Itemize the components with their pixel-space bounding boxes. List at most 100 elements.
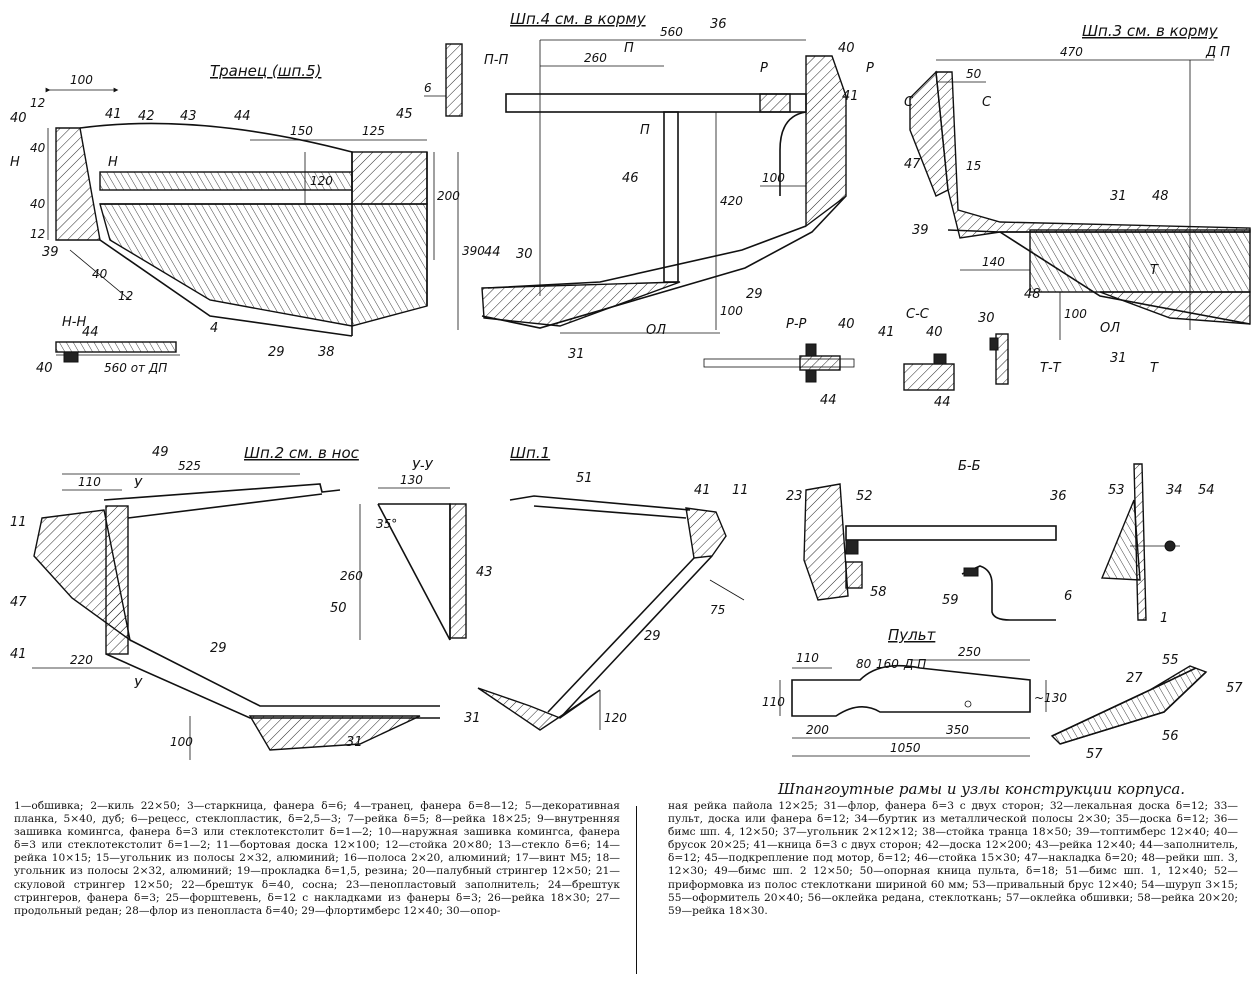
label-23: 23: [786, 489, 803, 504]
dim-160: 160: [876, 657, 899, 671]
label-56: 56: [1162, 729, 1179, 744]
dim-100: 100: [720, 304, 743, 318]
transom-view: Транец (шп.5) 100 12 40 40 12 40 12 150 …: [10, 62, 485, 360]
label-41: 41: [105, 107, 122, 122]
dim-1050: 1050: [890, 741, 921, 755]
centerline-dp: Д П: [1205, 45, 1230, 60]
label-30: 30: [516, 247, 533, 262]
frame2-title: Шп.2 см. в нос: [244, 444, 360, 462]
label-1: 1: [1160, 611, 1168, 626]
section-marker-s: С: [982, 95, 992, 110]
label-4: 4: [210, 321, 218, 336]
baseline-ol: ОЛ: [1100, 321, 1120, 336]
frame1-title: Шп.1: [510, 444, 550, 462]
label-44: 44: [934, 395, 951, 410]
section-marker-r: Р: [866, 61, 874, 76]
label-39: 39: [912, 223, 929, 238]
part-36-beam: [845, 525, 1057, 541]
label-57: 57: [1226, 681, 1243, 696]
section-marker-r: Р: [760, 61, 768, 76]
frame3-view: Шп.3 см. в корму 470 50 140 100 15 Д П О…: [904, 22, 1251, 376]
label-45: 45: [396, 107, 413, 122]
label-11: 11: [732, 483, 749, 498]
section-yy: У-У 130 35° 260 50 43: [330, 459, 493, 641]
part-41-knee: [55, 127, 101, 241]
section-pp-title: П-П: [484, 53, 508, 68]
frame1-view: Шп.1 75 120 51 41 11 29 31: [464, 444, 749, 731]
label-41: 41: [842, 89, 859, 104]
dim-140: 140: [982, 255, 1005, 269]
section-marker-n: Н: [10, 155, 20, 170]
part-41-knee: [805, 55, 847, 228]
part-29-floortimber: [99, 239, 353, 337]
dim-350: 350: [946, 723, 969, 737]
label-30: 30: [978, 311, 995, 326]
section-hh-filler: [55, 341, 177, 353]
label-43: 43: [476, 565, 493, 580]
label-29: 29: [268, 345, 285, 360]
label-31: 31: [1110, 189, 1127, 204]
section-tt: 30 Т-Т: [978, 311, 1062, 385]
dim-560: 560: [660, 25, 683, 39]
label-44: 44: [484, 245, 501, 260]
dim-40: 40: [92, 267, 108, 281]
part-6-recess: [961, 565, 1056, 621]
frame3-title: Шп.3 см. в корму: [1082, 22, 1219, 40]
part-41-knee: [105, 505, 129, 655]
dim-125: 125: [362, 124, 385, 138]
part-31-floor: [248, 715, 421, 751]
section-hh: Н-Н 44 40 560 от ДП: [36, 315, 177, 376]
dim-560-from-dp: 560 от ДП: [104, 361, 167, 375]
dim-40: 40: [30, 141, 46, 155]
label-48: 48: [1152, 189, 1169, 204]
label-40: 40: [838, 317, 855, 332]
label-40: 40: [838, 41, 855, 56]
part-45-motor-pad: [351, 151, 428, 205]
centerline-dp: Д П: [903, 657, 926, 671]
label-42: 42: [138, 109, 155, 124]
dim-100: 100: [170, 735, 193, 749]
dim-110: 110: [762, 695, 785, 709]
section-marker-t: Т: [1150, 263, 1159, 278]
section-pp-post: [445, 43, 463, 117]
legend-left-column: 1—обшивка; 2—киль 22×50; 3—старкница, фа…: [14, 800, 620, 917]
dim-470: 470: [1060, 45, 1083, 59]
legend-right-column: ная рейка пайола 12×25; 31—флор, фанера …: [668, 800, 1238, 917]
dim-260: 260: [340, 569, 363, 583]
dim-100: 100: [70, 73, 93, 87]
label-51: 51: [576, 471, 593, 486]
dim-12: 12: [30, 96, 45, 110]
dim-525: 525: [178, 459, 201, 473]
label-29: 29: [210, 641, 227, 656]
label-48: 48: [1024, 287, 1041, 302]
label-29: 29: [644, 629, 661, 644]
label-44: 44: [234, 109, 251, 124]
part-23-foam-filler: [803, 483, 849, 601]
console-view: Пульт 110 80 160 Д П 250 110 ~130 200 35…: [762, 626, 1067, 757]
dim-390: 390: [462, 244, 485, 258]
gunwale-detail: 53 34 54 1: [1100, 463, 1215, 626]
label-55: 55: [1162, 653, 1179, 668]
section-tt-title: Т-Т: [1040, 361, 1062, 376]
part-29-floortimber: [487, 225, 807, 289]
console-title: Пульт: [888, 626, 937, 644]
section-bb-title: Б-Б: [958, 459, 981, 474]
dim-75: 75: [710, 603, 725, 617]
dim-50: 50: [966, 67, 982, 81]
step-detail: 55 27 57 56 57: [1050, 653, 1243, 762]
dim-130: ~130: [1034, 691, 1067, 705]
frame4-view: Шп.4 см. в корму 560 260 420 100 100 П П…: [481, 10, 874, 362]
label-38: 38: [318, 345, 335, 360]
dim-120: 120: [604, 711, 627, 725]
dim-120: 120: [310, 174, 333, 188]
dim-250: 250: [958, 645, 981, 659]
section-marker-t: Т: [1150, 361, 1159, 376]
dim-110: 110: [78, 475, 101, 489]
part-4-transom: [99, 203, 428, 327]
label-31: 31: [568, 347, 585, 362]
frame2-view: Шп.2 см. в нос 525 110 220 100 У У 49 11…: [10, 444, 440, 760]
label-50: 50: [330, 601, 347, 616]
label-40: 40: [36, 361, 53, 376]
part-46-post: [663, 111, 679, 283]
dim-15: 15: [966, 159, 981, 173]
